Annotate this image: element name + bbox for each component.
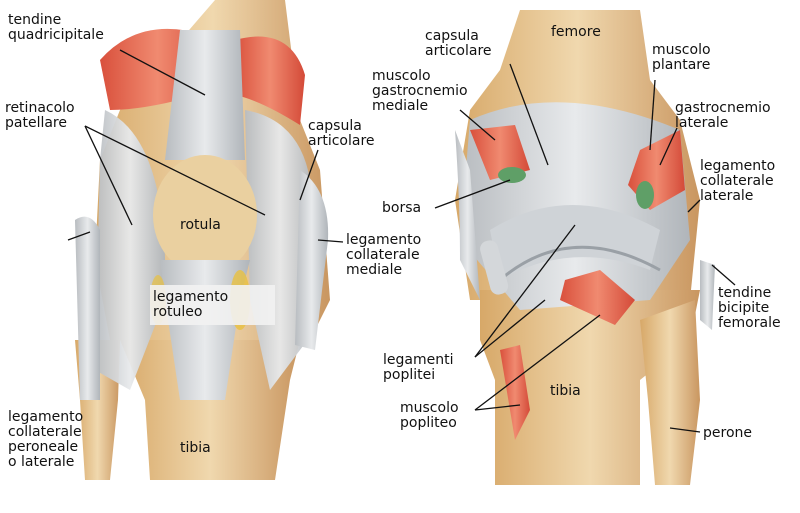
label-line: legamento xyxy=(8,409,84,425)
label-line: articolare xyxy=(425,43,492,59)
label-tibia-back: tibia xyxy=(550,383,581,399)
label-line: femorale xyxy=(718,315,781,331)
patella xyxy=(153,155,257,275)
label-line: plantare xyxy=(652,57,711,73)
label-line: tendine xyxy=(8,12,62,28)
label-line: collaterale xyxy=(700,173,774,189)
leader-lines xyxy=(67,49,736,433)
label-line: o laterale xyxy=(8,454,75,470)
label-line: gastrocnemio xyxy=(675,100,771,116)
medial-collateral xyxy=(295,170,329,350)
label-line: legamento xyxy=(346,232,422,248)
label-line: popliteo xyxy=(400,415,457,431)
label-line: articolare xyxy=(308,133,375,149)
label-line: muscolo xyxy=(372,68,431,84)
front-tibia xyxy=(120,340,300,480)
label-borsa: borsa xyxy=(382,200,422,216)
front-knee xyxy=(75,0,330,480)
label-perone: perone xyxy=(703,425,752,441)
label-line: collaterale xyxy=(8,424,82,440)
label-femore: femore xyxy=(551,24,601,40)
bursa-medial xyxy=(498,167,526,183)
label-rotula: rotula xyxy=(180,217,221,233)
label-line: peroneale xyxy=(8,439,79,455)
popliteus-tendon xyxy=(500,345,530,440)
lateral-collateral xyxy=(75,216,100,400)
label-line: tendine xyxy=(718,285,772,301)
label-line: gastrocnemio xyxy=(372,83,468,99)
label-line: patellare xyxy=(5,115,67,131)
label-line: retinacolo xyxy=(5,100,75,116)
label-line: collaterale xyxy=(346,247,420,263)
retinaculum xyxy=(95,110,166,390)
label-line: capsula xyxy=(425,28,479,44)
label-line: mediale xyxy=(372,98,429,114)
bursa-lateral xyxy=(636,181,654,209)
label-tibia-front: tibia xyxy=(180,440,211,456)
label-line: quadricipitale xyxy=(8,27,104,43)
gastrocnemius-medial xyxy=(470,125,530,180)
label-line: legamento xyxy=(153,289,229,305)
label-line: muscolo xyxy=(400,400,459,416)
quadriceps-muscle-medial xyxy=(235,36,305,125)
back-fibula xyxy=(640,300,700,485)
popliteus-muscle xyxy=(560,270,635,325)
label-line: mediale xyxy=(346,262,403,278)
label-line: capsula xyxy=(308,118,362,134)
label-line: laterale xyxy=(675,115,729,131)
oblique-popliteal xyxy=(490,205,660,280)
medial-ligament-back xyxy=(455,130,480,300)
arcuate-popliteal xyxy=(499,245,661,282)
label-line: rotuleo xyxy=(153,304,203,320)
label-line: muscolo xyxy=(652,42,711,58)
label-line: legamento xyxy=(700,158,776,174)
label-line: bicipite xyxy=(718,300,770,316)
back-knee xyxy=(455,10,715,485)
label-line: poplitei xyxy=(383,367,436,383)
label-line: laterale xyxy=(700,188,754,204)
biceps-tendon xyxy=(700,260,715,330)
label-line: legamenti xyxy=(383,352,454,368)
